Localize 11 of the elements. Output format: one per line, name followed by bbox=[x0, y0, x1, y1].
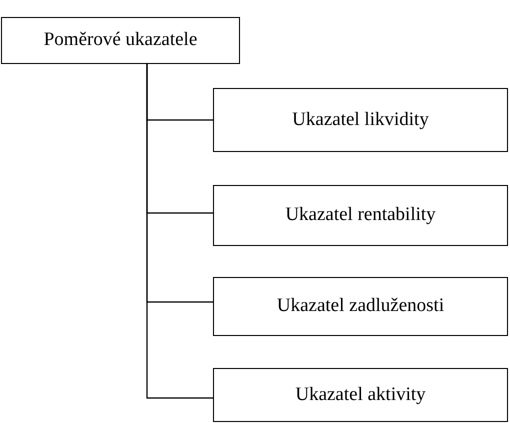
box-label: Ukazatel likvidity bbox=[292, 108, 429, 132]
text-box bbox=[213, 88, 508, 152]
text-box bbox=[213, 277, 508, 336]
box-label: Ukazatel aktivity bbox=[295, 382, 426, 407]
box-label: Poměrové ukazatele bbox=[44, 28, 198, 52]
connector-line bbox=[146, 64, 213, 399]
box-label: Ukazatel zadluženosti bbox=[276, 294, 444, 318]
text-box bbox=[213, 185, 508, 246]
box-label: Ukazatel rentability bbox=[285, 203, 436, 228]
text-box bbox=[213, 368, 508, 422]
text-box bbox=[1, 17, 240, 64]
